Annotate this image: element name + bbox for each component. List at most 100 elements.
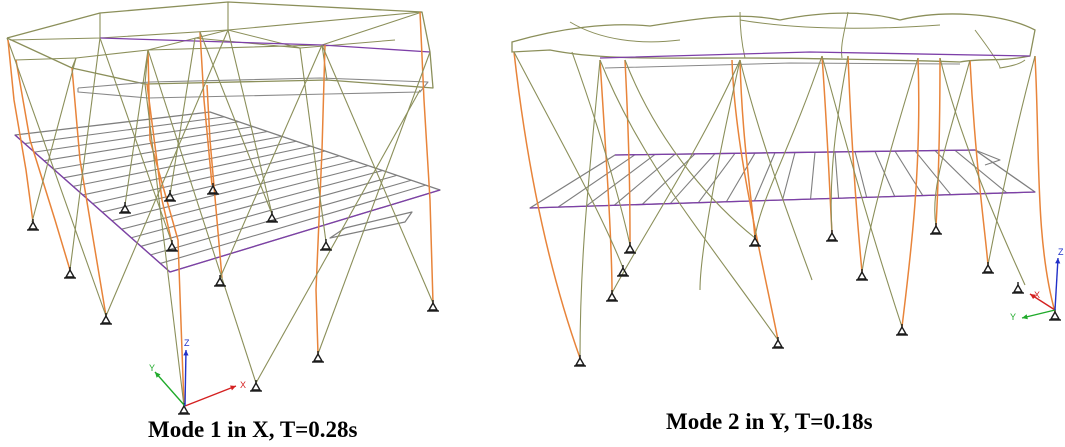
support-icon [624,242,636,254]
axis-triad-mode-2: X Y Z [1010,247,1064,322]
column [624,59,631,246]
slab-line [585,154,656,207]
brace [144,83,185,407]
column [731,59,779,341]
brace [699,59,741,291]
slab-line [934,150,980,195]
roof-frame [144,29,229,85]
column [935,57,941,227]
brace [317,51,431,355]
slab-line [894,150,924,196]
floor-slab [14,111,441,273]
slab-line [34,121,239,153]
brace [105,29,229,317]
column [739,59,756,239]
slab-line [92,150,326,205]
slab-line [111,160,354,222]
roof-frame [511,12,1036,63]
support-icon [617,265,629,277]
brace [124,49,149,206]
support-icon [320,239,332,251]
brace [14,59,107,317]
column [969,59,989,266]
slab-line [82,145,311,196]
slab-line [53,130,268,170]
roof-frame [739,11,746,59]
support-icon [1012,282,1024,294]
axis-triad-mode-1: X Y Z [149,338,246,407]
roof-frame [739,19,941,29]
slab-line [24,116,225,145]
column [821,55,833,234]
axis-z-arrow [183,349,189,407]
slab-line [810,152,816,200]
column [199,31,213,186]
brace [754,55,823,239]
axis-x-label: X [1034,290,1040,300]
slab-line [613,153,676,206]
axis-z-label: Z [1058,247,1064,257]
mode-1-model [6,1,441,415]
brace [227,29,273,215]
slab-line [725,152,756,203]
support-icon [749,235,761,247]
support-icon [250,380,262,392]
brace [861,57,919,273]
mode-2-caption: Mode 2 in Y, T=0.18s [666,409,873,434]
axis-z-label: Z [184,338,190,348]
support-icon [856,269,868,281]
slab-line [140,174,398,247]
brace [147,49,257,384]
slab-line [641,153,696,205]
roof-slab [604,62,961,69]
column [7,39,34,223]
support-icon [100,313,112,325]
slab-line [753,152,776,202]
brace [321,44,434,304]
column [146,83,173,244]
floor-beam [14,134,441,273]
column [71,67,107,317]
brace [299,47,327,243]
brace [830,55,849,234]
axis-z-arrow [1054,257,1061,311]
support-icon [214,275,226,287]
column [901,57,920,328]
column [513,51,581,359]
mode-1-caption: Mode 1 in X, T=0.28s [148,417,358,442]
slab-line [150,179,412,256]
axis-x-label: X [240,380,246,390]
brace [934,59,971,227]
slab-line [954,149,1008,194]
slab-line [63,135,282,179]
support-icon [27,219,39,231]
support-icon [164,190,176,202]
slab-line [781,152,796,201]
support-icon [826,230,838,242]
brace [739,59,813,281]
roof-frame [974,29,1026,69]
support-icon [427,300,439,312]
axis-x-arrow [1029,293,1056,311]
support-icon [930,223,942,235]
column [315,44,326,355]
brace [579,59,601,359]
axis-y-arrow [1021,309,1056,320]
slab-line [160,184,426,264]
support-icon [266,211,278,223]
support-icon [119,202,131,214]
slab-line [43,126,254,162]
column [206,84,223,279]
roof-beam [599,51,1031,59]
axis-y-label: Y [149,363,155,373]
slab-line [854,151,868,198]
brace [69,37,101,271]
column [15,59,71,271]
axis-y-label: Y [1010,312,1016,322]
brace [987,55,1036,266]
column [419,11,434,304]
support-icon [982,262,994,274]
slab-line [697,153,736,203]
floor-beam [614,149,976,156]
brace [31,57,77,223]
